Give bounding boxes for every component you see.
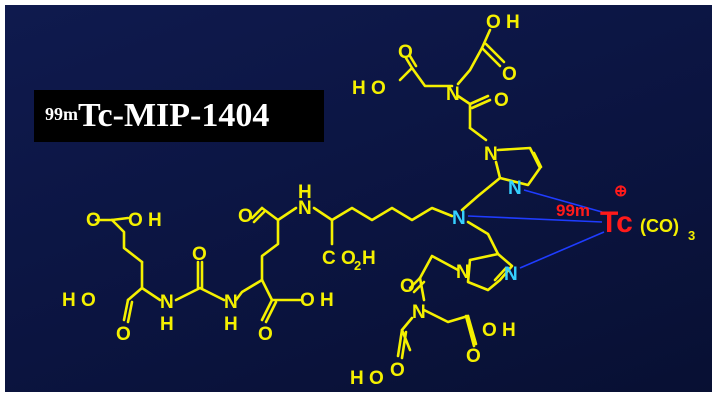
atom-labels: O H O O H O N O N N N N N O N O H O H O … — [62, 12, 522, 389]
atom-glu1-o: O — [86, 210, 101, 231]
charge-symbol: ⊕ — [614, 183, 627, 200]
title-box — [34, 90, 324, 142]
atom-bottom-o-right: O — [466, 346, 481, 367]
atom-co2h-h: H — [362, 248, 376, 269]
atom-bottom-imidazole-n1: N — [456, 262, 470, 283]
bond-lines — [94, 28, 543, 360]
atom-nh-left-h: H — [160, 314, 174, 335]
title-main-text: Tc-MIP-1404 — [78, 97, 270, 134]
atom-top-oh: O H — [486, 12, 520, 33]
atom-nh-right-n: N — [224, 292, 238, 313]
atom-top-n: N — [446, 84, 460, 105]
compound-title: 99mTc-MIP-1404 — [45, 96, 269, 136]
atom-central-n: N — [452, 208, 466, 229]
tc-isotope-label: 99m — [556, 201, 590, 220]
carbonyl-ligand-label: (CO) — [640, 216, 679, 236]
tc-metal-label: Tc — [600, 206, 633, 239]
atom-bottom-oh: O H — [482, 320, 516, 341]
atom-amide-n: N — [298, 198, 312, 219]
title-isotope-superscript: 99m — [45, 104, 78, 124]
atom-bottom-imidazole-n3: N — [504, 264, 518, 285]
atom-nh-right-h: H — [224, 314, 238, 335]
coordination-bonds — [467, 189, 605, 269]
slide-background — [5, 5, 712, 392]
atom-glu1-oh: O H — [128, 210, 162, 231]
atom-co2h-co: C O — [322, 248, 356, 269]
atom-co2h-subscript: 2 — [354, 258, 361, 273]
carbonyl-ligand-subscript: 3 — [688, 228, 695, 243]
atom-top-ho: H O — [352, 78, 386, 99]
atom-urea-o: O — [192, 244, 207, 265]
atom-top-imidazole-n3: N — [508, 178, 522, 199]
atom-glu1-o-bottom: O — [116, 324, 131, 345]
atom-bottom-ho: H O — [350, 368, 384, 389]
atom-glu2-o-bottom: O — [258, 324, 273, 345]
atom-top-imidazole-n1: N — [484, 144, 498, 165]
atom-glu2-oh: O H — [300, 290, 334, 311]
atom-bottom-n: N — [412, 302, 426, 323]
atom-top-o-left: O — [398, 42, 413, 63]
atom-amide-h: H — [298, 182, 312, 203]
tc-complex: ⊕ 99m Tc (CO) 3 — [556, 183, 695, 243]
atom-glu2-o-top: O — [238, 206, 253, 227]
atom-nh-left-n: N — [160, 292, 174, 313]
atom-bottom-amide-o: O — [400, 276, 415, 297]
atom-top-o-right: O — [502, 64, 517, 85]
atom-glu1-ho: H O — [62, 290, 96, 311]
atom-bottom-o-left: O — [390, 360, 405, 381]
atom-top-amide-o: O — [494, 90, 509, 111]
